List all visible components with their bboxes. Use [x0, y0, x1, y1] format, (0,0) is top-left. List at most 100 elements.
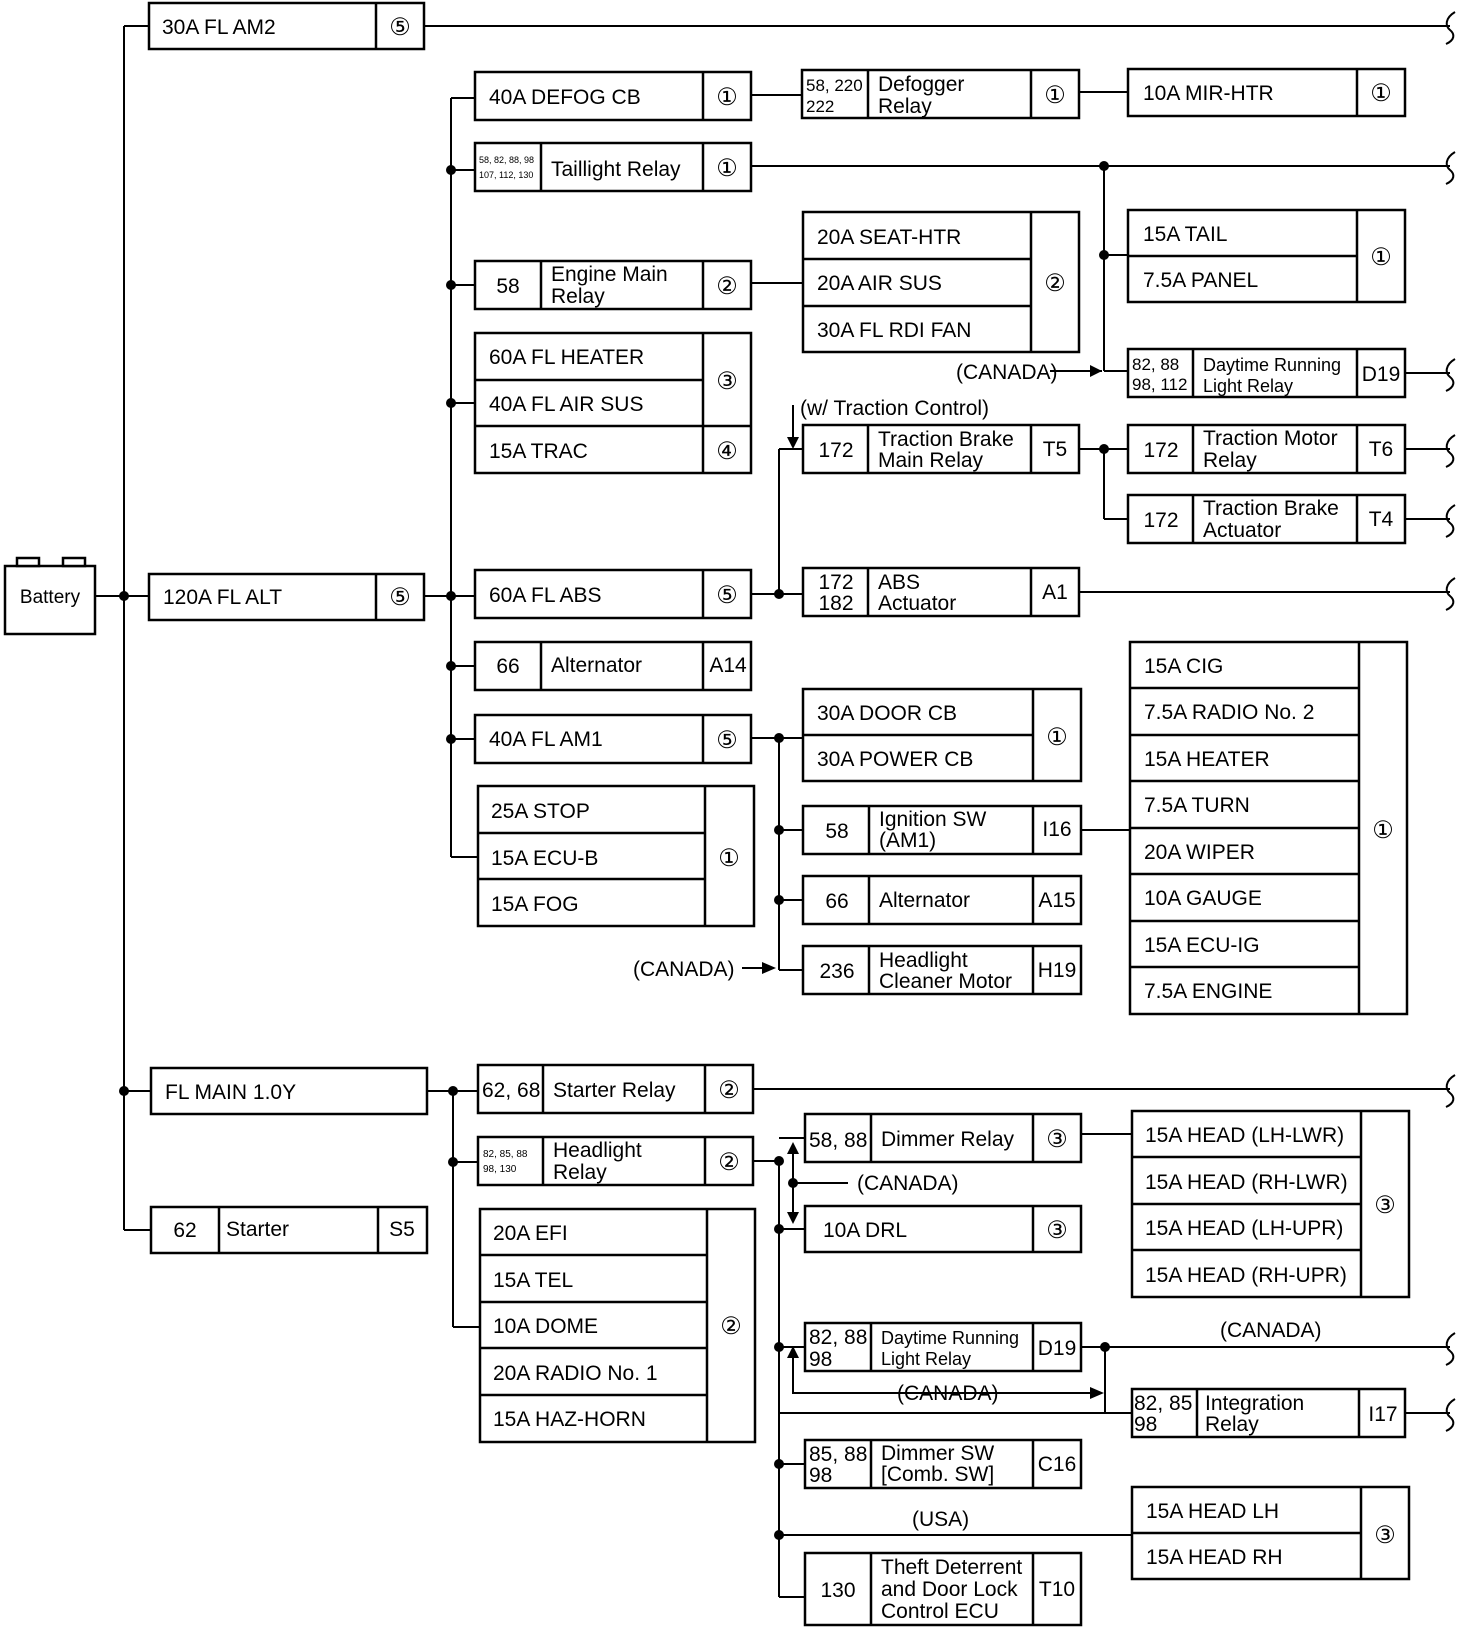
alternator2-label: Alternator [879, 889, 970, 912]
ign-sw-line2: (AM1) [879, 829, 936, 852]
dimmer-sw-num2: 98 [809, 1464, 832, 1487]
alt120-symbol: ⑤ [389, 584, 411, 611]
abs-act-code: A1 [1042, 581, 1068, 604]
taillight-relay-label: Taillight Relay [551, 158, 681, 181]
efi-group-symbol: ② [720, 1313, 742, 1340]
dimmer-sw-num1: 85, 88 [809, 1443, 867, 1466]
abs-act-line2: Actuator [878, 592, 956, 615]
tm-relay-number: 172 [1143, 439, 1178, 462]
drl-relay2-num1: 82, 88 [809, 1326, 867, 1349]
hl-relay-line1: Headlight [553, 1139, 642, 1162]
am1-label: 40A FL AM1 [489, 728, 603, 751]
tel-fuse: 15A TEL [493, 1269, 573, 1292]
tm-relay-line2: Relay [1203, 449, 1257, 472]
defogger-relay-symbol: ① [1044, 82, 1066, 109]
door-group-symbol: ① [1046, 724, 1068, 751]
alternator2-number: 66 [825, 890, 848, 913]
hl-cleaner-line2: Cleaner Motor [879, 970, 1012, 993]
taillight-relay-symbol: ① [716, 155, 738, 182]
air-sus-40a-fuse: 40A FL AIR SUS [489, 393, 643, 416]
efi-fuse: 20A EFI [493, 1222, 568, 1245]
drl-relay2-code: D19 [1038, 1337, 1077, 1360]
tail-fuse: 15A TAIL [1143, 223, 1227, 246]
hl-cleaner-number: 236 [819, 960, 854, 983]
hl-relay-num1: 82, 85, 88 [483, 1149, 528, 1160]
head-lh-lwr-fuse: 15A HEAD (LH-LWR) [1145, 1124, 1344, 1147]
canada-note-drl: (CANADA) [956, 361, 1058, 384]
junction-dots [119, 161, 1110, 1540]
starter-number: 62 [173, 1219, 196, 1242]
engine-main-symbol: ② [716, 273, 738, 300]
trac-fuse: 15A TRAC [489, 440, 588, 463]
dimmer-relay-number: 58, 88 [809, 1129, 867, 1152]
seat-htr-fuse: 20A SEAT-HTR [817, 226, 961, 249]
radio1-fuse: 20A RADIO No. 1 [493, 1362, 658, 1385]
turn-fuse: 7.5A TURN [1144, 794, 1250, 817]
cig-fuse: 15A CIG [1144, 655, 1223, 678]
mir-htr-label: 10A MIR-HTR [1143, 82, 1274, 105]
air-sus-20a-fuse: 20A AIR SUS [817, 272, 942, 295]
defogger-relay-line1: Defogger [878, 73, 964, 96]
alternator1-label: Alternator [551, 654, 642, 677]
dome-fuse: 10A DOME [493, 1315, 598, 1338]
am2-symbol: ⑤ [389, 14, 411, 41]
taillight-relay-num1: 58, 82, 88, 98 [479, 155, 534, 165]
heater-group-symbol: ③ [716, 368, 738, 395]
theft-ecu-line1: Theft Deterrent [881, 1556, 1022, 1579]
tm-relay-line1: Traction Motor [1203, 427, 1338, 450]
defogger-relay-num1: 58, 220 [806, 76, 863, 95]
drl-relay2-num2: 98 [809, 1348, 832, 1371]
tb-main-code: T5 [1043, 438, 1068, 461]
abs-fuse: 60A FL ABS [489, 584, 601, 607]
abs-fuse-symbol: ⑤ [716, 582, 738, 609]
theft-ecu-line3: Control ECU [881, 1600, 999, 1623]
canada-note-right: (CANADA) [1220, 1319, 1322, 1342]
drl-relay-line2: Light Relay [1203, 376, 1293, 396]
defogger-relay-num2: 222 [806, 97, 834, 116]
starter-label: Starter [226, 1218, 289, 1241]
drl-relay-num1: 82, 88 [1132, 355, 1179, 374]
alternator2-code: A15 [1038, 889, 1075, 912]
head-rh-fuse: 15A HEAD RH [1146, 1546, 1283, 1569]
alternator1-number: 66 [496, 655, 519, 678]
mir-htr-symbol: ① [1370, 80, 1392, 107]
door-cb: 30A DOOR CB [817, 702, 957, 725]
head-group-symbol: ③ [1374, 1192, 1396, 1219]
defogger-relay-line2: Relay [878, 95, 932, 118]
taillight-relay-num2: 107, 112, 130 [479, 170, 533, 180]
canada-note-integration: (CANADA) [897, 1382, 999, 1405]
drl-relay2-line1: Daytime Running [881, 1328, 1019, 1348]
tb-main-line1: Traction Brake [878, 428, 1014, 451]
defog-cb-label: 40A DEFOG CB [489, 86, 641, 109]
starter-relay-number: 62, 68 [482, 1079, 540, 1102]
integ-relay-code: I17 [1368, 1403, 1397, 1426]
integ-relay-num2: 98 [1134, 1413, 1157, 1436]
ecu-b-fuse: 15A ECU-B [491, 847, 598, 870]
power-cb: 30A POWER CB [817, 748, 973, 771]
hl-relay-line2: Relay [553, 1161, 607, 1184]
alt120-label: 120A FL ALT [163, 586, 282, 609]
engine-main-line1: Engine Main [551, 263, 668, 286]
canada-note-cleaner: (CANADA) [633, 958, 735, 981]
drl-fuse-label: 10A DRL [823, 1219, 907, 1242]
usa-note: (USA) [912, 1508, 969, 1531]
starter-code: S5 [389, 1218, 415, 1241]
head-lh-upr-fuse: 15A HEAD (LH-UPR) [1145, 1217, 1343, 1240]
abs-act-num1: 172 [818, 571, 853, 594]
head-rh-upr-fuse: 15A HEAD (RH-UPR) [1145, 1264, 1347, 1287]
am2-label: 30A FL AM2 [162, 16, 276, 39]
integ-relay-line2: Relay [1205, 1413, 1259, 1436]
hl-cleaner-code: H19 [1038, 959, 1077, 982]
tb-act-line1: Traction Brake [1203, 497, 1339, 520]
drl-relay-code: D19 [1362, 363, 1401, 386]
stop-fuse: 25A STOP [491, 800, 590, 823]
main10-label: FL MAIN 1.0Y [165, 1081, 296, 1104]
break-marks [1445, 11, 1456, 1432]
drl-fuse-symbol: ③ [1046, 1217, 1068, 1244]
tail-group-symbol: ① [1370, 244, 1392, 271]
am1-symbol: ⑤ [716, 727, 738, 754]
trac-symbol: ④ [716, 438, 738, 465]
gauge-fuse: 10A GAUGE [1144, 887, 1262, 910]
heater-fuse: 60A FL HEATER [489, 346, 644, 369]
